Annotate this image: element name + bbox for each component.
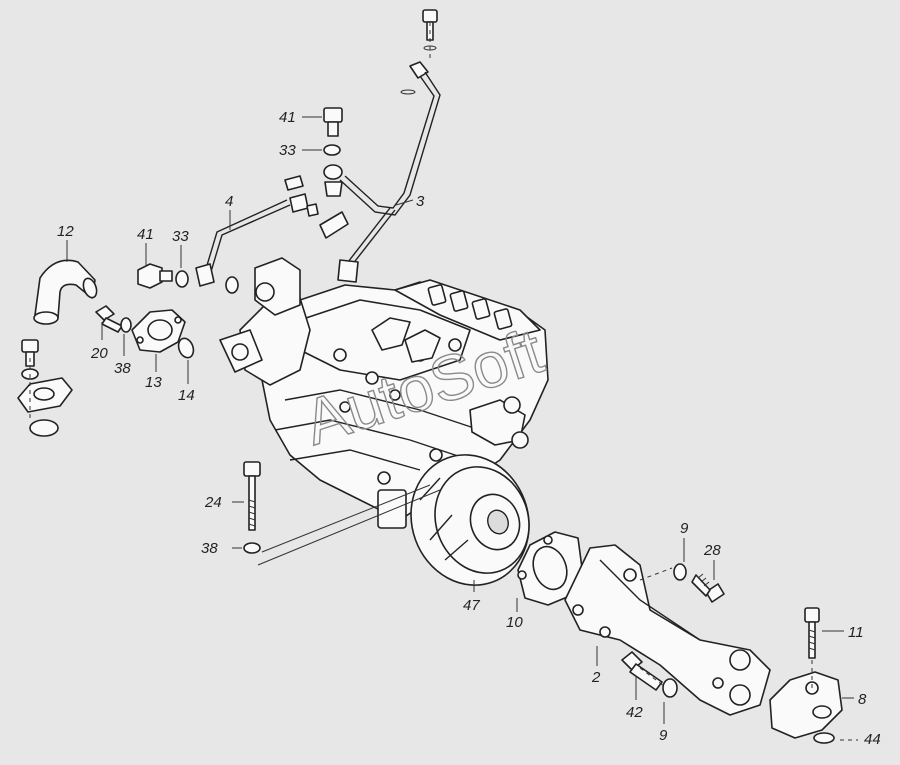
hose-elbow-12: [33, 259, 98, 325]
fuel-pipe-3: [337, 9, 441, 283]
callout-41-lower: 41: [137, 226, 154, 243]
callout-41-top: 41: [279, 109, 296, 126]
washer-38-lower: [243, 542, 261, 554]
callout-4: 4: [225, 193, 233, 210]
callout-9-top: 9: [680, 520, 689, 537]
callout-24: 24: [204, 494, 222, 511]
bolt-24: [243, 461, 261, 531]
washer-33-top: [323, 144, 341, 156]
callout-44: 44: [864, 731, 881, 748]
callout-13: 13: [145, 374, 162, 391]
o-ring-14: [177, 337, 195, 359]
bolt-20: [95, 305, 123, 333]
drive-pulley-47: [377, 454, 530, 586]
washer-38-upper: [120, 317, 132, 333]
gasket-10: [517, 531, 583, 606]
callout-12: 12: [57, 223, 74, 240]
callout-33-lower: 33: [172, 228, 189, 245]
callout-28: 28: [703, 542, 721, 559]
callout-42: 42: [626, 704, 643, 721]
injection-pump-body: [261, 279, 549, 521]
bolt-28: [691, 573, 725, 603]
callout-11: 11: [848, 624, 864, 641]
bolt-11: [804, 607, 820, 659]
left-flange-assembly: [17, 339, 73, 437]
callout-38-upper: 38: [114, 360, 131, 377]
callout-20: 20: [90, 345, 108, 362]
callout-2: 2: [591, 669, 601, 686]
key-44: [813, 732, 835, 744]
callout-14: 14: [178, 387, 195, 404]
leader-24-pump: [257, 489, 441, 566]
banjo-fitting-top: [323, 164, 343, 197]
flange-13: [131, 309, 186, 353]
callout-10: 10: [506, 614, 523, 631]
fitting-nut: [319, 211, 349, 239]
washer-9-bottom: [662, 678, 678, 698]
callout-47: 47: [463, 597, 480, 614]
axis-line-5: [639, 567, 673, 581]
banjo-bolt-41-lower: [137, 263, 173, 289]
callout-33-top: 33: [279, 142, 296, 159]
washer-33-lower: [175, 270, 189, 288]
pump-side-housing: [219, 257, 311, 386]
clamp-cap-8: [769, 671, 843, 739]
callout-3: 3: [416, 193, 425, 210]
callout-38-lower: 38: [201, 540, 218, 557]
callout-9-bottom: 9: [659, 727, 668, 744]
bolt-42: [621, 651, 663, 691]
washer-small-pipe4: [225, 276, 239, 294]
bracket-2: [564, 544, 771, 716]
fuel-pipe-4: [195, 175, 319, 287]
callout-8: 8: [858, 691, 867, 708]
banjo-bolt-41-top: [323, 107, 343, 137]
axis-line-6: [639, 667, 665, 687]
washer-9-top: [673, 563, 687, 581]
